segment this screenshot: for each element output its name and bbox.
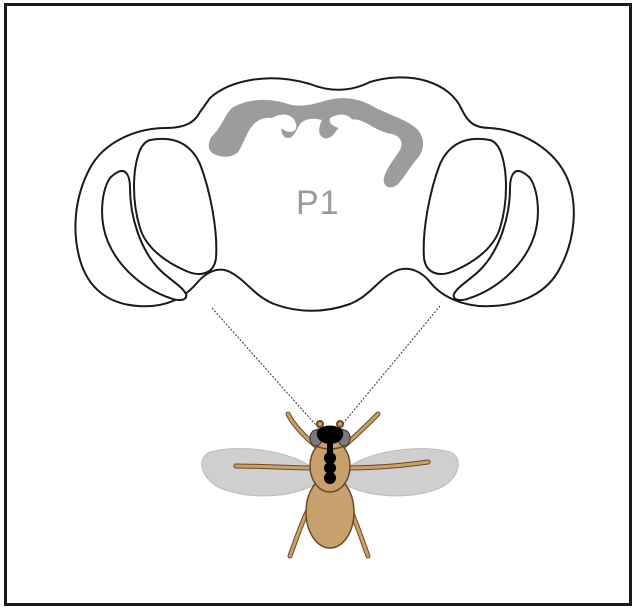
fly xyxy=(202,414,459,556)
leader-lines xyxy=(212,306,440,432)
p1-region-label: P1 xyxy=(296,184,340,223)
